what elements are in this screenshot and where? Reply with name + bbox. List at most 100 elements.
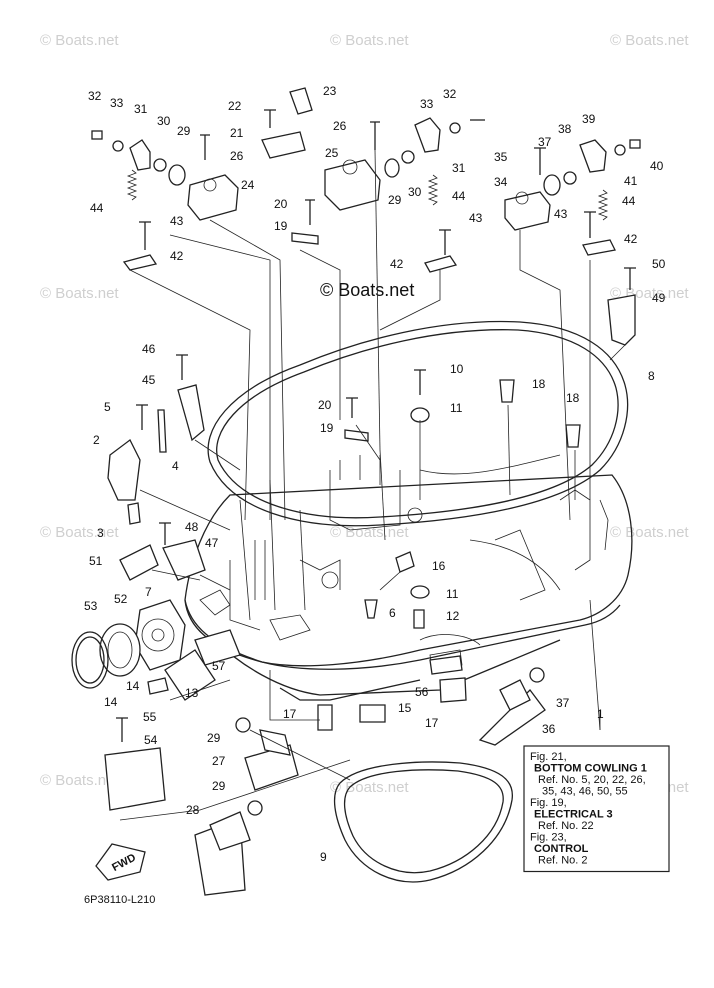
part-label-44: 44: [622, 194, 636, 208]
part-label-42: 42: [390, 257, 404, 271]
part-label-43: 43: [170, 214, 184, 228]
ref-line-4: 35, 43, 46, 50, 55: [542, 786, 628, 798]
part-label-51: 51: [89, 554, 103, 568]
part-label-43: 43: [554, 207, 568, 221]
part-label-14: 14: [126, 679, 140, 693]
part-label-29: 29: [212, 779, 226, 793]
part-label-1: 1: [597, 707, 604, 721]
part-label-40: 40: [650, 159, 664, 173]
center-copyright: © Boats.net: [320, 280, 414, 300]
part-label-33: 33: [420, 97, 434, 111]
ref-line-7: Ref. No. 22: [538, 820, 594, 832]
part-label-29: 29: [207, 731, 221, 745]
diagram-code: 6P38110-L210: [84, 894, 155, 906]
part-label-50: 50: [652, 257, 666, 271]
part-label-47: 47: [205, 536, 219, 550]
small-parts-drawing: [71, 87, 641, 896]
part-label-11: 11: [446, 587, 459, 601]
part-label-43: 43: [469, 211, 483, 225]
part-label-32: 32: [443, 87, 457, 101]
part-label-31: 31: [452, 161, 466, 175]
part-label-2: 2: [93, 433, 100, 447]
watermark: © Boats.net: [40, 32, 119, 49]
part-label-52: 52: [114, 592, 128, 606]
ref-line-2: BOTTOM COWLING 1: [534, 763, 647, 775]
watermark: © Boats.net: [330, 32, 409, 49]
part-label-26: 26: [230, 149, 244, 163]
part-label-4: 4: [172, 459, 179, 473]
ref-line-3: Ref. No. 5, 20, 22, 26,: [538, 774, 646, 786]
part-label-26: 26: [333, 119, 347, 133]
part-label-37: 37: [556, 696, 570, 710]
watermark: © Boats.net: [40, 285, 119, 302]
watermark: © Boats.net: [40, 524, 119, 541]
part-label-25: 25: [325, 146, 339, 160]
part-label-36: 36: [542, 722, 556, 736]
part-label-55: 55: [143, 710, 157, 724]
ref-line-1: Fig. 21,: [530, 751, 567, 763]
part-label-11: 11: [450, 401, 463, 415]
ref-line-9: CONTROL: [534, 843, 589, 855]
part-label-20: 20: [274, 197, 288, 211]
leader-lines: [119, 149, 631, 821]
part-label-48: 48: [185, 520, 199, 534]
watermark: © Boats.net: [330, 779, 409, 796]
part-label-54: 54: [144, 733, 158, 747]
part-label-33: 33: [110, 96, 124, 110]
part-label-12: 12: [446, 609, 460, 623]
part-label-21: 21: [230, 126, 244, 140]
part-label-38: 38: [558, 122, 572, 136]
part-label-18: 18: [566, 391, 580, 405]
part-label-14: 14: [104, 695, 118, 709]
part-label-20: 20: [318, 398, 332, 412]
part-label-6: 6: [389, 606, 396, 620]
part-label-8: 8: [648, 369, 655, 383]
part-label-15: 15: [398, 701, 412, 715]
part-label-30: 30: [408, 185, 422, 199]
part-label-35: 35: [494, 150, 508, 164]
part-label-31: 31: [134, 102, 148, 116]
part-label-22: 22: [228, 99, 242, 113]
part-label-39: 39: [582, 112, 596, 126]
part-label-44: 44: [452, 189, 466, 203]
part-label-17: 17: [283, 707, 297, 721]
watermark: © Boats.net: [40, 772, 119, 789]
ref-line-5: Fig. 19,: [530, 797, 567, 809]
part-label-49: 49: [652, 291, 666, 305]
part-label-41: 41: [624, 174, 638, 188]
part-label-19: 19: [274, 219, 288, 233]
part-label-45: 45: [142, 373, 156, 387]
watermark: © Boats.net: [330, 524, 409, 541]
part-label-17: 17: [425, 716, 439, 730]
part-label-57: 57: [212, 659, 226, 673]
part-label-19: 19: [320, 421, 334, 435]
part-label-10: 10: [450, 362, 464, 376]
ref-line-10: Ref. No. 2: [538, 855, 588, 867]
part-label-28: 28: [186, 803, 200, 817]
bottom-cowling-drawing: [184, 320, 633, 701]
part-label-46: 46: [142, 342, 156, 356]
part-label-3: 3: [97, 526, 104, 540]
part-label-7: 7: [145, 585, 152, 599]
watermark: © Boats.net: [610, 32, 689, 49]
ref-line-6: ELECTRICAL 3: [534, 809, 613, 821]
part-label-53: 53: [84, 599, 98, 613]
part-labels: 32 33 31 30 29 26 24 22 23 21 26 25 20 1…: [84, 84, 666, 864]
ref-line-8: Fig. 23,: [530, 832, 567, 844]
part-label-37: 37: [538, 135, 552, 149]
watermark: © Boats.net: [610, 524, 689, 541]
part-label-32: 32: [88, 89, 102, 103]
part-label-29: 29: [388, 193, 402, 207]
part-label-5: 5: [104, 400, 111, 414]
part-label-18: 18: [532, 377, 546, 391]
part-label-16: 16: [432, 559, 446, 573]
part-label-24: 24: [241, 178, 255, 192]
part-label-29: 29: [177, 124, 191, 138]
part-label-27: 27: [212, 754, 226, 768]
part-label-56: 56: [415, 685, 429, 699]
part-label-42: 42: [624, 232, 638, 246]
part-label-13: 13: [185, 686, 199, 700]
part-label-23: 23: [323, 84, 337, 98]
part-label-34: 34: [494, 175, 508, 189]
